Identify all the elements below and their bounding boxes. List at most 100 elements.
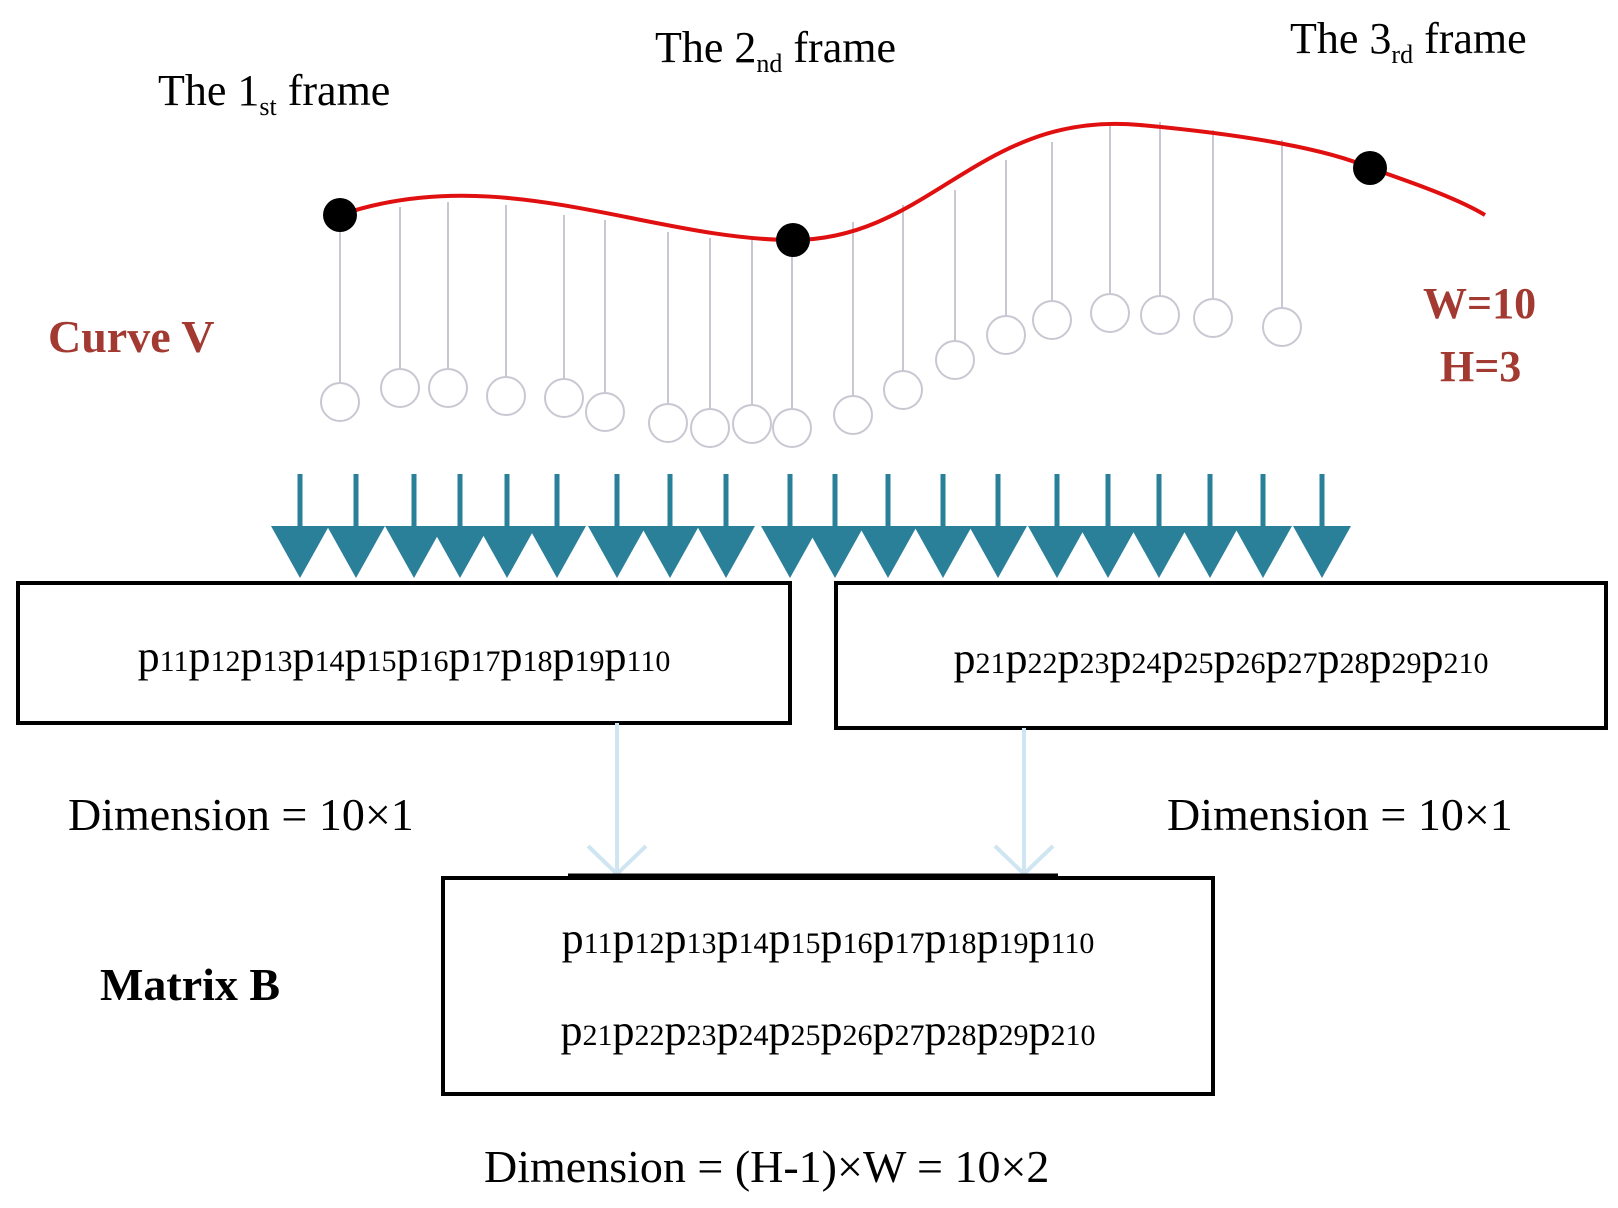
p28-base: p [1318, 634, 1340, 683]
sample-circle-7 [648, 403, 688, 443]
m-p29-base: p [977, 1006, 999, 1055]
frame2-box [834, 581, 1608, 730]
p14-base: p [293, 632, 315, 681]
m-p21-base: p [561, 1006, 583, 1055]
sampling-arrow-head-7 [588, 526, 646, 578]
frame-label-2: The 2nd frame [655, 23, 896, 78]
frame-point-3 [1353, 151, 1387, 185]
m-p210-sub: 210 [1051, 1019, 1096, 1052]
matrix-row-2: p21p22p23p24p25p26p27p28p29p210 [561, 1006, 1096, 1055]
p12-base: p [189, 632, 211, 681]
m-p210-base: p [1029, 1006, 1051, 1055]
m-p27-base: p [873, 1006, 895, 1055]
m-p15-sub: 15 [791, 927, 821, 960]
sample-circle-11 [833, 395, 873, 435]
p13-sub: 13 [263, 645, 293, 678]
m-p16-sub: 16 [843, 927, 873, 960]
m-p11-base: p [562, 914, 584, 963]
m-p16-base: p [821, 914, 843, 963]
p110-base: p [605, 632, 627, 681]
m-p23-sub: 23 [687, 1019, 717, 1052]
m-p17-sub: 17 [895, 927, 925, 960]
sampling-arrow-head-18 [1181, 526, 1239, 578]
m-p28-base: p [925, 1006, 947, 1055]
sample-circle-2 [380, 368, 420, 408]
p26-base: p [1214, 634, 1236, 683]
p210-base: p [1422, 634, 1444, 683]
sample-circle-19 [1262, 307, 1302, 347]
p11-sub: 11 [160, 645, 189, 678]
dimension-left: Dimension = 10×1 [68, 789, 414, 840]
m-p24-base: p [717, 1006, 739, 1055]
p11-base: p [138, 632, 160, 681]
p22-base: p [1006, 634, 1028, 683]
param-h: H=3 [1440, 342, 1521, 391]
sampling-arrow-head-19 [1234, 526, 1292, 578]
p28-sub: 28 [1340, 647, 1370, 680]
m-p24-sub: 24 [739, 1019, 769, 1052]
sampling-arrow-head-4 [431, 526, 489, 578]
sample-circle-15 [1032, 300, 1072, 340]
p13-base: p [241, 632, 263, 681]
m-p22-sub: 22 [635, 1019, 665, 1052]
m-p19-base: p [977, 914, 999, 963]
p16-sub: 16 [419, 645, 449, 678]
p25-sub: 25 [1184, 647, 1214, 680]
p17-sub: 17 [471, 645, 501, 678]
matrix-label: Matrix B [100, 959, 280, 1010]
m-p12-base: p [613, 914, 635, 963]
sample-circle-1 [320, 382, 360, 422]
frame1-values: p11p12p13p14p15p16p17p18p19p110 [138, 632, 671, 681]
m-p18-base: p [925, 914, 947, 963]
m-p28-sub: 28 [947, 1019, 977, 1052]
m-p13-sub: 13 [687, 927, 717, 960]
sampling-arrow-head-16 [1079, 526, 1137, 578]
m-p27-sub: 27 [895, 1019, 925, 1052]
frame2-values: p21p22p23p24p25p26p27p28p29p210 [954, 634, 1489, 683]
dimension-right: Dimension = 10×1 [1167, 789, 1513, 840]
p22-sub: 22 [1028, 647, 1058, 680]
sampling-arrow-head-2 [327, 526, 385, 578]
p29-sub: 29 [1392, 647, 1422, 680]
sampling-arrow-head-5 [478, 526, 536, 578]
p23-sub: 23 [1080, 647, 1110, 680]
sampling-arrow-head-13 [914, 526, 972, 578]
m-p18-sub: 18 [947, 927, 977, 960]
sample-circle-8 [690, 408, 730, 448]
p19-sub: 19 [575, 645, 605, 678]
m-p26-sub: 26 [843, 1019, 873, 1052]
m-p19-sub: 19 [999, 927, 1029, 960]
frame-point-2 [776, 223, 810, 257]
m-p110-base: p [1029, 914, 1051, 963]
matrix-box [441, 876, 1215, 1096]
p21-base: p [954, 634, 976, 683]
p27-sub: 27 [1288, 647, 1318, 680]
curve-label: Curve V [48, 311, 215, 362]
sample-circle-17 [1140, 295, 1180, 335]
m-p29-sub: 29 [999, 1019, 1029, 1052]
m-p25-sub: 25 [791, 1019, 821, 1052]
sampling-arrows [271, 474, 1351, 578]
sample-circle-3 [428, 368, 468, 408]
p29-base: p [1370, 634, 1392, 683]
param-w: W=10 [1423, 279, 1536, 328]
p210-sub: 210 [1444, 647, 1489, 680]
sampling-arrow-head-12 [859, 526, 917, 578]
sampling-arrow-head-3 [385, 526, 443, 578]
m-p23-base: p [665, 1006, 687, 1055]
matrix-row-1: p11p12p13p14p15p16p17p18p19p110 [562, 914, 1095, 963]
sampling-arrow-head-10 [761, 526, 819, 578]
curve-v [339, 121, 1487, 243]
sampling-arrow-head-8 [641, 526, 699, 578]
sample-circle-10 [772, 408, 812, 448]
sample-circle-12 [883, 370, 923, 410]
m-p11-sub: 11 [584, 927, 613, 960]
p17-base: p [449, 632, 471, 681]
p16-base: p [397, 632, 419, 681]
sampling-arrow-head-11 [806, 526, 864, 578]
sample-circle-9 [732, 404, 772, 444]
p19-base: p [553, 632, 575, 681]
sampling-arrow-head-6 [528, 526, 586, 578]
p21-sub: 21 [976, 647, 1006, 680]
